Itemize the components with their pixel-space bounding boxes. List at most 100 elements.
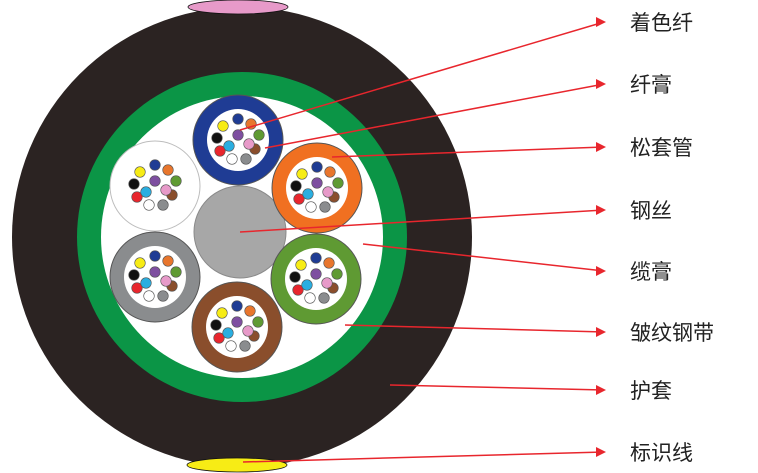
- colored-fiber: [143, 290, 155, 302]
- colored-fiber: [295, 259, 307, 271]
- colored-fiber: [304, 292, 316, 304]
- colored-fiber: [305, 201, 317, 213]
- colored-fiber: [128, 178, 140, 190]
- colored-fiber: [216, 307, 228, 319]
- leader-lines: [239, 17, 606, 463]
- colored-fiber: [211, 132, 223, 144]
- cable-cross-section: [12, 0, 472, 473]
- colored-fiber: [140, 186, 152, 198]
- label-cable-gel: 缆膏: [630, 260, 672, 284]
- colored-fiber: [242, 325, 254, 337]
- label-corrugated-steel-tape: 皱纹钢带: [630, 321, 714, 345]
- colored-fiber: [162, 255, 174, 267]
- colored-fiber: [240, 153, 252, 165]
- colored-fiber: [149, 159, 161, 171]
- colored-fiber: [131, 282, 143, 294]
- colored-fiber: [310, 252, 322, 264]
- colored-fiber: [301, 279, 313, 291]
- label-colored-fiber: 着色纤: [630, 11, 693, 35]
- colored-fiber: [289, 271, 301, 283]
- colored-fiber: [214, 145, 226, 157]
- colored-fiber: [311, 177, 323, 189]
- colored-fiber: [311, 161, 323, 173]
- colored-fiber: [128, 269, 140, 281]
- colored-fiber: [217, 120, 229, 132]
- colored-fiber: [243, 138, 255, 150]
- colored-fiber: [134, 166, 146, 178]
- leader-line-colored-fiber: [239, 21, 605, 131]
- colored-fiber: [318, 292, 330, 304]
- leader-line-sheath: [389, 384, 605, 391]
- arrowhead-icon: [596, 385, 606, 395]
- leader-line-corrugated-steel-tape: [344, 324, 605, 333]
- loose-tube-orange: [271, 142, 363, 234]
- colored-fiber: [310, 268, 322, 280]
- colored-fiber: [223, 140, 235, 152]
- leader-line-marking-line: [242, 451, 605, 463]
- colored-fiber: [232, 113, 244, 125]
- colored-fiber: [319, 201, 331, 213]
- colored-fiber: [131, 191, 143, 203]
- loose-tube-group: [109, 94, 363, 373]
- colored-fiber: [162, 164, 174, 176]
- colored-fiber: [296, 168, 308, 180]
- label-steel-wire: 钢丝: [630, 199, 672, 223]
- colored-fiber: [324, 166, 336, 178]
- arrowhead-icon: [596, 79, 606, 89]
- colored-fiber: [321, 277, 333, 289]
- marking-stripe-bottom: [186, 457, 288, 473]
- colored-fiber: [149, 250, 161, 262]
- colored-fiber: [292, 284, 304, 296]
- colored-fiber: [134, 257, 146, 269]
- colored-fiber: [232, 129, 244, 141]
- colored-fiber: [253, 129, 265, 141]
- colored-fiber: [160, 275, 172, 287]
- colored-fiber: [302, 188, 314, 200]
- colored-fiber: [239, 340, 251, 352]
- loose-tube-gray: [109, 231, 201, 323]
- leader-line-cable-gel: [362, 243, 605, 272]
- arrowhead-icon: [596, 142, 606, 152]
- loose-tube-blue: [192, 94, 284, 186]
- colored-fiber: [213, 332, 225, 344]
- loose-tube-brown: [191, 281, 283, 373]
- label-loose-tube: 松套管: [630, 136, 693, 160]
- arrowhead-icon: [596, 205, 606, 215]
- arrowhead-icon: [596, 266, 606, 276]
- colored-fiber: [160, 184, 172, 196]
- leader-line-loose-tube: [331, 146, 605, 158]
- colored-fiber: [157, 290, 169, 302]
- marking-stripe-top: [187, 0, 289, 15]
- label-sheath: 护套: [630, 379, 672, 403]
- arrowhead-icon: [596, 447, 606, 457]
- colored-fiber: [170, 175, 182, 187]
- arrowhead-icon: [596, 327, 606, 337]
- label-marking-line: 标识线: [630, 441, 693, 465]
- colored-fiber: [140, 277, 152, 289]
- leader-line-fiber-gel: [264, 83, 605, 149]
- colored-fiber: [252, 316, 264, 328]
- colored-fiber: [323, 257, 335, 269]
- loose-tube-green: [270, 233, 362, 325]
- colored-fiber: [149, 175, 161, 187]
- colored-fiber: [244, 305, 256, 317]
- colored-fiber: [143, 199, 155, 211]
- label-fiber-gel: 纤膏: [630, 73, 672, 97]
- colored-fiber: [157, 199, 169, 211]
- colored-fiber: [231, 300, 243, 312]
- colored-fiber: [293, 193, 305, 205]
- colored-fiber: [225, 340, 237, 352]
- arrowhead-icon: [596, 17, 606, 27]
- colored-fiber: [290, 180, 302, 192]
- colored-fiber: [331, 268, 343, 280]
- colored-fiber: [170, 266, 182, 278]
- colored-fiber: [332, 177, 344, 189]
- colored-fiber: [322, 186, 334, 198]
- loose-tube-white: [109, 140, 201, 232]
- colored-fiber: [149, 266, 161, 278]
- colored-fiber: [210, 319, 222, 331]
- colored-fiber: [226, 153, 238, 165]
- leader-line-steel-wire: [239, 209, 605, 233]
